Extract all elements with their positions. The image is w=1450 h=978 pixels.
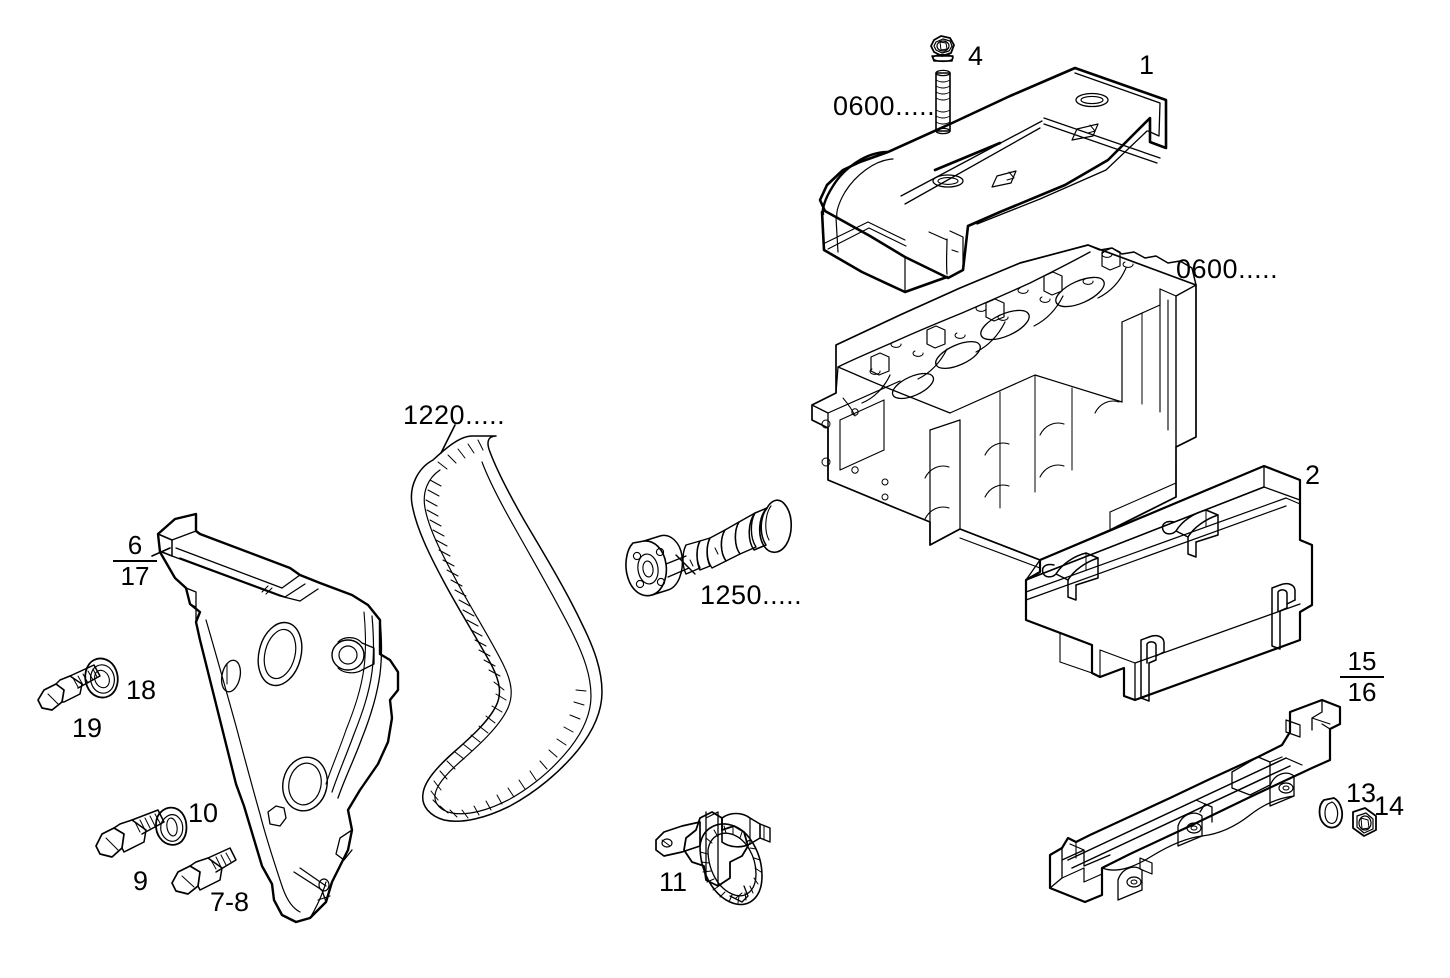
part-bolt-19 bbox=[37, 664, 101, 711]
fraction-bar bbox=[113, 560, 157, 563]
callout-11: 11 bbox=[659, 867, 688, 897]
part-camshaft-cover bbox=[1024, 464, 1314, 702]
part-nut-4 bbox=[930, 35, 955, 63]
part-bolt-7-8 bbox=[171, 847, 237, 895]
callout-10: 10 bbox=[188, 798, 219, 828]
part-timing-belt-cover bbox=[151, 512, 400, 924]
part-washer-18 bbox=[84, 657, 119, 699]
callout-6-over-17-denominator: 17 bbox=[120, 561, 150, 592]
callout-0600-stud: 0600..... bbox=[833, 91, 936, 121]
part-camshaft-carrier-rail bbox=[1048, 698, 1342, 904]
callout-13: 13 bbox=[1346, 778, 1377, 808]
part-washer-10 bbox=[155, 806, 188, 846]
part-nut-14 bbox=[1352, 807, 1377, 837]
part-belt-tensioner bbox=[655, 811, 771, 906]
callout-1250-camshaft: 1250..... bbox=[700, 580, 803, 610]
part-cylinder-head bbox=[811, 244, 1197, 569]
part-engine-top-cover bbox=[818, 66, 1168, 294]
callout-14: 14 bbox=[1374, 791, 1405, 821]
callout-19: 19 bbox=[72, 713, 103, 743]
callout-6-over-17: 6 17 bbox=[113, 530, 157, 592]
callout-4: 4 bbox=[968, 41, 984, 71]
fraction-bar bbox=[1340, 676, 1384, 679]
part-bolt-9 bbox=[95, 809, 165, 858]
part-camshaft bbox=[625, 499, 793, 597]
callout-15-over-16: 15 16 bbox=[1340, 646, 1384, 708]
callout-7-8: 7-8 bbox=[210, 887, 250, 917]
callout-15-over-16-numerator: 15 bbox=[1347, 646, 1377, 676]
part-timing-belt bbox=[410, 424, 603, 822]
callout-18: 18 bbox=[126, 675, 157, 705]
part-stud-bolt bbox=[933, 69, 1002, 172]
callout-1: 1 bbox=[1139, 50, 1155, 80]
callout-9: 9 bbox=[133, 866, 149, 896]
callout-0600-cylinder-head: 0600..... bbox=[1176, 254, 1279, 284]
callout-1220-timing-belt: 1220..... bbox=[403, 400, 506, 430]
part-washer-13 bbox=[1318, 797, 1344, 829]
callout-2: 2 bbox=[1305, 460, 1321, 490]
callout-15-over-16-denominator: 16 bbox=[1347, 677, 1377, 708]
callout-6-over-17-numerator: 6 bbox=[127, 530, 143, 560]
